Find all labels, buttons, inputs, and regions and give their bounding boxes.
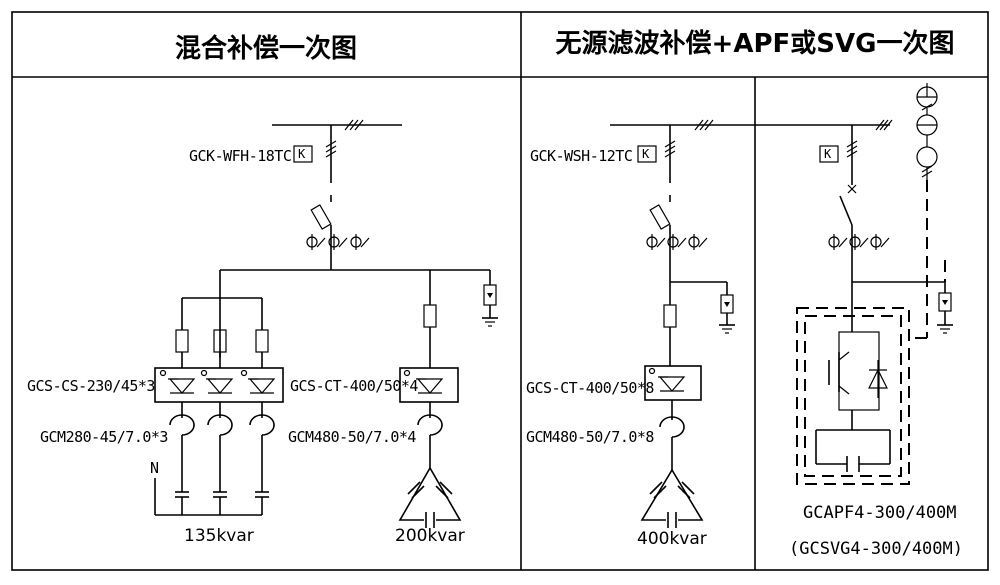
- middle-ct-label: ΦΦΦ: [645, 236, 667, 250]
- right-panel-circuit: [755, 83, 953, 485]
- left-gcm-label-b: GCM480-50/7.0*4: [288, 428, 416, 446]
- title-passive-filter-apf-svg: 无源滤波补偿+APF或SVG一次图: [556, 29, 955, 59]
- left-gcm-label-a: GCM280-45/7.0*3: [40, 428, 168, 446]
- svg-label: (GCSVG4-300/400M): [789, 539, 963, 559]
- table-frame: [11, 11, 989, 571]
- title-hybrid-compensation: 混合补偿一次图: [175, 33, 357, 64]
- left-k-label: K: [298, 147, 306, 161]
- left-cs-label: GCS-CS-230/45*3: [27, 377, 155, 395]
- left-switch-label: GCK-WFH-18TC: [189, 147, 291, 165]
- left-capacity-a: 135kvar: [184, 526, 254, 546]
- apf-label: GCAPF4-300/400M: [803, 503, 957, 523]
- middle-capacity: 400kvar: [637, 529, 707, 549]
- middle-k-label: K: [642, 147, 650, 161]
- left-ct-switch-label: GCS-CT-400/50*4: [290, 377, 418, 395]
- middle-ct-switch-label: GCS-CT-400/50*8: [526, 379, 654, 397]
- middle-switch-label: GCK-WSH-12TC: [530, 147, 632, 165]
- right-ct-label: ΦΦΦ: [828, 236, 850, 250]
- right-k-label: K: [824, 147, 832, 161]
- left-ct-label: ΦΦΦ: [305, 236, 327, 250]
- left-capacity-b: 200kvar: [395, 526, 465, 546]
- left-panel-circuit: [154, 119, 498, 528]
- k-box: [293, 145, 313, 163]
- neutral-label: N: [150, 459, 159, 477]
- middle-panel-circuit: [610, 119, 755, 528]
- middle-gcm-label: GCM480-50/7.0*8: [526, 428, 654, 446]
